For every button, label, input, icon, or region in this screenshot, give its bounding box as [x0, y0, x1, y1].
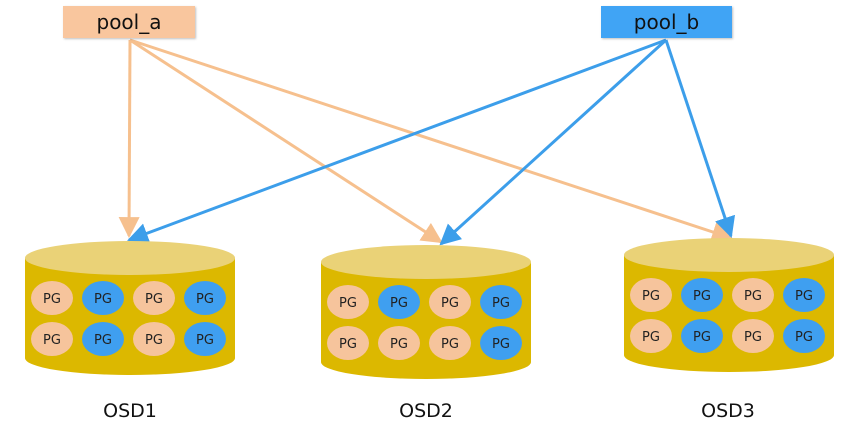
- pool-b-box: pool_b: [601, 6, 732, 38]
- cylinder-top: [25, 241, 235, 275]
- cylinder-top: [321, 245, 531, 279]
- cylinder-body: [624, 255, 834, 372]
- pg-peach: PG: [732, 278, 774, 312]
- arrow-pool-a-to-osd2: [129, 38, 443, 244]
- arrow-pool-b-to-osd1: [127, 38, 667, 244]
- arrow-pool-b-to-osd3: [664, 39, 736, 238]
- pg-label: PG: [390, 296, 408, 311]
- pg-label: PG: [145, 292, 163, 307]
- pg-label: PG: [145, 333, 163, 348]
- pg-label: PG: [492, 296, 510, 311]
- pg-blue: PG: [184, 322, 226, 356]
- pg-blue: PG: [783, 278, 825, 312]
- pg-peach: PG: [31, 281, 73, 315]
- pg-blue: PG: [82, 322, 124, 356]
- pool-a-label: pool_a: [96, 10, 162, 34]
- pg-peach: PG: [732, 319, 774, 353]
- pg-peach: PG: [378, 326, 420, 360]
- pg-label: PG: [94, 333, 112, 348]
- pg-label: PG: [744, 330, 762, 345]
- pg-peach: PG: [327, 285, 369, 319]
- pg-label: PG: [339, 296, 357, 311]
- pg-peach: PG: [630, 278, 672, 312]
- pg-blue: PG: [480, 285, 522, 319]
- pg-blue: PG: [783, 319, 825, 353]
- cylinder-body: [25, 258, 235, 375]
- pg-label: PG: [94, 292, 112, 307]
- arrow-pool-a-to-osd1: [118, 39, 140, 239]
- pg-label: PG: [642, 330, 660, 345]
- pg-peach: PG: [429, 326, 471, 360]
- arrow-pool-a-to-osd3: [129, 38, 733, 243]
- pg-peach: PG: [630, 319, 672, 353]
- pool-b-label: pool_b: [633, 10, 700, 34]
- cylinder-body: [321, 262, 531, 379]
- pg-peach: PG: [133, 281, 175, 315]
- pg-label: PG: [196, 292, 214, 307]
- arrow-pool-b-to-osd2: [439, 38, 668, 246]
- osd2-label: OSD2: [399, 400, 453, 422]
- pg-label: PG: [43, 292, 61, 307]
- pg-label: PG: [693, 330, 711, 345]
- pg-label: PG: [744, 289, 762, 304]
- pool-a-box: pool_a: [63, 6, 195, 38]
- pg-blue: PG: [681, 278, 723, 312]
- osd2-cylinder: PG PG PG PG PG PG PG PG: [321, 245, 531, 379]
- pg-blue: PG: [681, 319, 723, 353]
- pg-label: PG: [642, 289, 660, 304]
- pg-label: PG: [441, 337, 459, 352]
- pg-label: PG: [441, 296, 459, 311]
- pg-label: PG: [43, 333, 61, 348]
- pg-label: PG: [492, 337, 510, 352]
- pg-peach: PG: [31, 322, 73, 356]
- pg-label: PG: [693, 289, 711, 304]
- pg-label: PG: [339, 337, 357, 352]
- pg-blue: PG: [480, 326, 522, 360]
- pg-label: PG: [196, 333, 214, 348]
- cylinder-top: [624, 238, 834, 272]
- pg-peach: PG: [327, 326, 369, 360]
- pg-peach: PG: [133, 322, 175, 356]
- pg-blue: PG: [82, 281, 124, 315]
- pg-label: PG: [795, 330, 813, 345]
- osd1-label: OSD1: [103, 400, 157, 422]
- pg-peach: PG: [429, 285, 471, 319]
- pg-label: PG: [390, 337, 408, 352]
- osd1-cylinder: PG PG PG PG PG PG PG PG: [25, 241, 235, 375]
- pg-blue: PG: [378, 285, 420, 319]
- osd3-cylinder: PG PG PG PG PG PG PG PG: [624, 238, 834, 372]
- pg-blue: PG: [184, 281, 226, 315]
- pg-label: PG: [795, 289, 813, 304]
- osd3-label: OSD3: [701, 400, 755, 422]
